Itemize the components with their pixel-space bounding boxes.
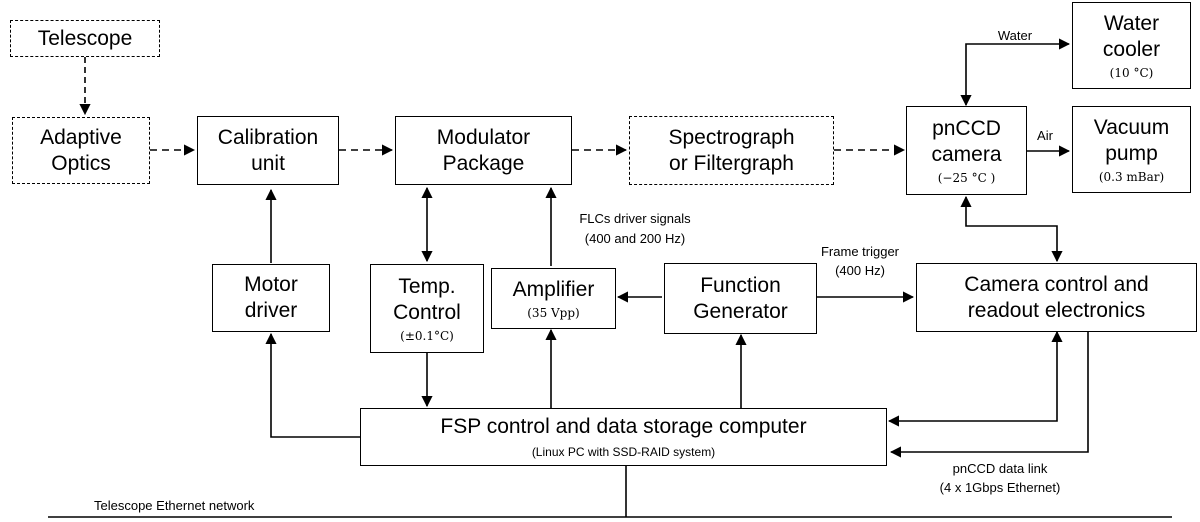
pnccd-camera-box: pnCCD camera (−25 °C ): [906, 106, 1027, 195]
arrow-pnccd-water-cooler: [960, 38, 1071, 107]
telescope-box: Telescope: [10, 20, 160, 57]
arrow-data-link-to-fsp: [889, 332, 1089, 458]
modulator-package-box: Modulator Package: [395, 116, 572, 185]
spectrograph-label-line2: or Filtergraph: [669, 151, 794, 175]
motor-driver-label-line1: Motor: [244, 273, 298, 296]
calibration-unit-box: Calibration unit: [197, 116, 339, 185]
water-cooler-label-line2: cooler: [1102, 37, 1161, 61]
temp-control-box: Temp. Control (±0.1°C): [370, 264, 484, 353]
pnccd-camera-label-line2: camera: [931, 142, 1002, 166]
vacuum-pump-pressure: (0.3 mBar): [1098, 169, 1165, 184]
flcs-signal-label-line1: FLCs driver signals: [579, 211, 691, 226]
telescope-label: Telescope: [37, 26, 133, 50]
camera-control-label-line2: readout electronics: [967, 298, 1146, 322]
amplifier-label: Amplifier: [512, 277, 595, 301]
water-cooler-box: Water cooler (10 °C): [1072, 2, 1191, 89]
data-link-label-line1: pnCCD data link: [952, 461, 1048, 476]
pnccd-camera-label-line1: pnCCD: [932, 116, 1001, 140]
water-connection-label: Water: [997, 28, 1033, 43]
fsp-computer-description: (Linux PC with SSD-RAID system): [531, 445, 716, 459]
spectrograph-label-line1: Spectrograph: [668, 125, 795, 149]
motor-driver-box: Motor driver: [212, 264, 330, 332]
amplifier-box: Amplifier (35 Vpp): [491, 268, 616, 329]
camera-control-box: Camera control and readout electronics: [916, 263, 1197, 332]
pnccd-camera-temperature: (−25 °C ): [937, 170, 996, 185]
arrow-fsp-camera-control: [887, 330, 1063, 427]
flcs-signal-label-line2: (400 and 200 Hz): [584, 231, 686, 246]
amplifier-voltage: (35 Vpp): [527, 305, 580, 320]
temp-control-label-line1: Temp.: [398, 274, 456, 298]
network-label: Telescope Ethernet network: [94, 498, 255, 513]
arrow-pnccd-camera-control: [960, 195, 1063, 263]
temp-control-precision: (±0.1°C): [400, 328, 454, 343]
camera-control-label-line1: Camera control and: [964, 272, 1149, 296]
modulator-package-label-line2: Package: [442, 151, 525, 175]
arrow-fsp-to-motor-driver: [265, 332, 360, 438]
fsp-computer-box: FSP control and data storage computer (L…: [360, 408, 887, 466]
temp-control-label-line2: Control: [393, 300, 461, 324]
vacuum-pump-box: Vacuum pump (0.3 mBar): [1072, 106, 1191, 193]
data-link-label-line2: (4 x 1Gbps Ethernet): [939, 480, 1061, 495]
function-generator-label-line1: Function: [700, 273, 781, 297]
frame-trigger-label-line1: Frame trigger: [820, 244, 900, 259]
vacuum-pump-label-line1: Vacuum: [1093, 115, 1170, 139]
air-connection-label: Air: [1037, 128, 1053, 143]
spectrograph-box: Spectrograph or Filtergraph: [629, 116, 834, 185]
modulator-package-label-line1: Modulator: [436, 125, 531, 149]
function-generator-label-line2: Generator: [693, 299, 788, 323]
vacuum-pump-label-line2: pump: [1105, 141, 1158, 165]
calibration-unit-label-line1: Calibration: [217, 125, 319, 149]
motor-driver-label-line2: driver: [244, 299, 298, 322]
calibration-unit-label-line2: unit: [251, 151, 285, 175]
adaptive-optics-box: Adaptive Optics: [12, 117, 150, 184]
water-cooler-label-line1: Water: [1103, 11, 1160, 35]
water-cooler-temperature: (10 °C): [1109, 65, 1154, 80]
fsp-computer-label: FSP control and data storage computer: [440, 415, 807, 438]
adaptive-optics-label-line2: Optics: [51, 151, 111, 175]
adaptive-optics-label-line1: Adaptive: [40, 125, 122, 149]
frame-trigger-label-line2: (400 Hz): [835, 263, 885, 278]
function-generator-box: Function Generator: [664, 263, 817, 334]
